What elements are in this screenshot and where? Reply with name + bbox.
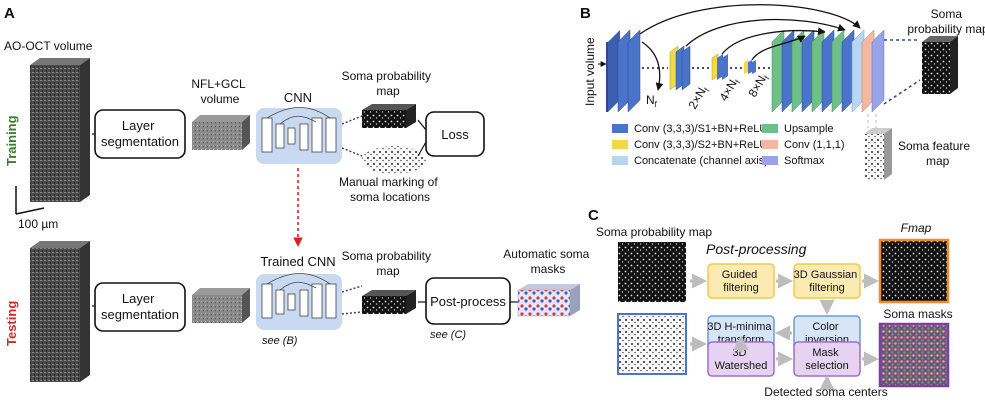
watershed-label: 3D Watershed xyxy=(715,347,768,372)
layer-seg-label-testing: Layer segmentation xyxy=(101,291,179,322)
unet-diagram xyxy=(598,4,885,113)
legend-label-3: Upsample xyxy=(784,123,834,135)
inverted-image-c xyxy=(617,313,687,375)
see-b-label: see (B) xyxy=(262,335,298,347)
testing-label: Testing xyxy=(4,301,19,346)
legend-label-2: Concatenate (channel axis) xyxy=(634,155,768,167)
legend-swatch-4 xyxy=(762,140,778,149)
manual-marking-cloud xyxy=(362,146,426,174)
guided-label: Guided filtering xyxy=(722,269,761,294)
loss-label: Loss xyxy=(441,127,469,142)
legend-label-0: Conv (3,3,3)/S1+BN+ReLU xyxy=(634,123,767,135)
layer-segmentation-box-testing xyxy=(94,282,186,332)
mask-sel-label: Mask selection xyxy=(805,347,848,372)
layer-seg-label-training: Layer segmentation xyxy=(101,118,179,149)
input-volume-label: Input volume xyxy=(583,37,597,106)
soma-prob-map-b xyxy=(922,36,958,94)
panel-a-label: A xyxy=(4,5,15,22)
nf-label: Nf xyxy=(646,93,658,109)
trained-cnn-label: Trained CNN xyxy=(260,254,335,269)
trained-cnn-network-icon xyxy=(261,273,337,319)
cnn-network-icon xyxy=(261,107,337,153)
postprocess-label: Post-process xyxy=(430,294,506,309)
n8-label: 8×Nf xyxy=(745,71,772,101)
gaussian-filtering-box xyxy=(793,263,861,299)
soma-prob-volume-testing xyxy=(362,290,416,314)
legend-label-4: Conv (1,1,1) xyxy=(784,139,845,151)
scale-label: 100 µm xyxy=(18,217,58,231)
postprocess-arrows xyxy=(690,273,879,390)
soma-masks-label: Soma masks xyxy=(883,307,952,321)
soma-masks-image xyxy=(878,322,950,388)
post-processing-label: Post-processing xyxy=(706,241,807,257)
soma-prob-map-label-b: Soma probability map xyxy=(907,7,985,36)
soma-prob-label-training: Soma probability map xyxy=(342,69,435,98)
legend-swatch-2 xyxy=(612,156,628,165)
soma-feature-map-b xyxy=(864,128,892,180)
detected-centers-label: Detected soma centers xyxy=(764,385,887,399)
nfl-gcl-label: NFL+GCL volume xyxy=(191,77,248,106)
guided-filtering-box xyxy=(707,263,775,299)
auto-masks-label: Automatic soma masks xyxy=(503,247,592,276)
n4-label: 4×Nf xyxy=(716,75,743,105)
panel-c-label: C xyxy=(588,207,599,224)
nfl-volume-training xyxy=(192,115,250,150)
gauss-label: 3D Gaussian filtering xyxy=(794,269,861,294)
legend-label-1: Conv (3,3,3)/S2+BN+ReLU xyxy=(634,139,767,151)
scale-bar xyxy=(15,186,45,215)
cnn-label: CNN xyxy=(284,90,312,105)
legend-swatch-3 xyxy=(762,124,778,133)
see-c-label: see (C) xyxy=(430,329,466,341)
postprocess-box xyxy=(425,277,511,325)
unet-legend: Conv (3,3,3)/S1+BN+ReLU Conv (3,3,3)/S2+B… xyxy=(612,123,845,167)
fmap-label: Fmap xyxy=(901,221,932,235)
panel-b-label: B xyxy=(580,5,591,22)
manual-marking-label: Manual marking of soma locations xyxy=(339,175,441,204)
soma-prob-map-label-c: Soma probability map xyxy=(596,225,712,239)
legend-swatch-0 xyxy=(612,124,628,133)
layer-segmentation-box-training xyxy=(94,109,186,159)
legend-swatch-1 xyxy=(612,140,628,149)
aooct-volume-training xyxy=(30,58,90,202)
fmap-image xyxy=(878,238,950,304)
aooct-label: AO-OCT volume xyxy=(4,39,93,53)
soma-prob-volume-training xyxy=(362,104,416,128)
legend-swatch-5 xyxy=(762,156,778,165)
legend-label-5: Softmax xyxy=(784,155,825,167)
nfl-volume-testing xyxy=(192,288,250,323)
soma-prob-image-c xyxy=(618,242,686,302)
n2-label: 2×Nf xyxy=(685,83,712,113)
aooct-volume-testing xyxy=(30,241,90,382)
soma-prob-label-testing: Soma probability map xyxy=(342,249,435,278)
training-label: Training xyxy=(4,115,19,166)
soma-feat-map-label: Soma feature map xyxy=(898,139,973,168)
auto-masks-volume xyxy=(517,284,580,317)
loss-box xyxy=(425,111,485,157)
